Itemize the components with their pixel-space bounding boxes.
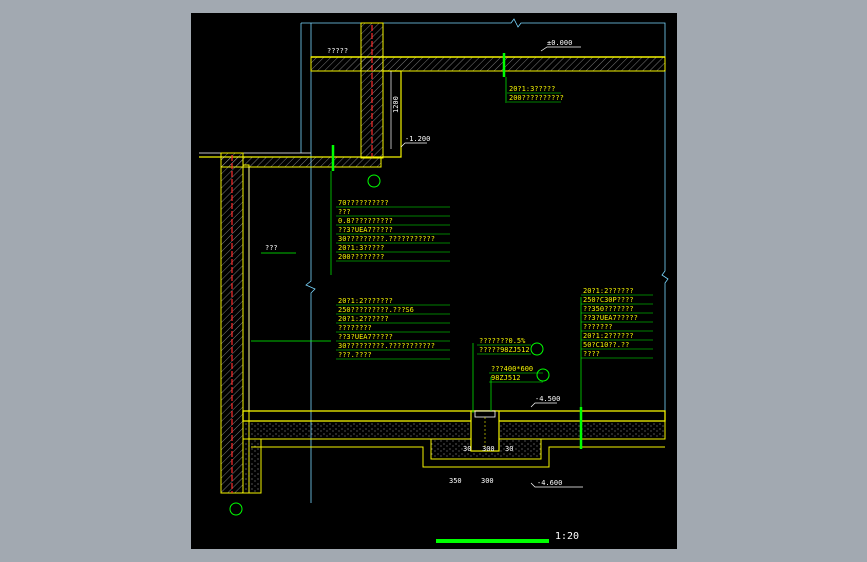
note-slab-left-line: 20?1:2??????? (338, 297, 393, 305)
floor-slab (242, 410, 666, 494)
note-slab-left-line: ???.???? (338, 351, 372, 359)
note-right-line: 50?C10??.?? (583, 341, 629, 349)
drawing-frame (300, 18, 669, 503)
note-slab-left-line: 20?1:2?????? (338, 315, 389, 323)
note-wall-line: 0.8?????????? (338, 217, 393, 225)
top-left-label: ????? (327, 47, 348, 55)
dim-bottom: 350 (449, 477, 462, 485)
note-right-line: 20?1:2?????? (583, 332, 634, 340)
level-pit: -4.600 (537, 479, 562, 487)
note-right-line: ??3?UEA7????? (583, 314, 638, 322)
note-right-line: ??350??????? (583, 305, 634, 313)
note-slab-left-line: 30?????????.??????????? (338, 342, 435, 350)
callout-circles (229, 174, 550, 516)
level-top: ±0.000 (547, 39, 572, 47)
level-bottom: -4.500 (535, 395, 560, 403)
drainage-pit (470, 410, 500, 452)
dim-pit: 30 (463, 445, 471, 453)
upper-wall (360, 22, 384, 159)
note-slab-left-line: ???????? (338, 324, 372, 332)
scale-bar (436, 539, 549, 543)
scale-label: 1:20 (555, 531, 580, 542)
note-right-line: ??????? (583, 323, 613, 331)
callout-a-line: ???????0.5% (479, 337, 526, 345)
level-markers (390, 46, 583, 488)
callout-b-line: ???400*600 (491, 365, 533, 373)
wall-dim: ??? (265, 244, 278, 252)
note-right-line: ???? (583, 350, 600, 358)
callout-b-line: 98ZJ512 (491, 374, 521, 382)
dim-pit: 300 (482, 445, 495, 453)
note-wall-line: 30?????????.??????????? (338, 235, 435, 243)
note-rules (336, 92, 653, 383)
note-top-line: 200?????????? (509, 94, 564, 102)
note-right-line: 20?1:2?????? (583, 287, 634, 295)
callout-a-line: ?????98ZJ512 (479, 346, 530, 354)
note-leaders (251, 77, 582, 413)
note-wall-line: 20?1:3????? (338, 244, 384, 252)
note-wall-line: ??? (338, 208, 351, 216)
note-wall-line: 200???????? (338, 253, 384, 261)
note-top-line: 20?1:3????? (509, 85, 555, 93)
note-slab-left-line: 250?????????.???S6 (338, 306, 414, 314)
rebar-marks (331, 53, 583, 449)
dim-bottom: 300 (481, 477, 494, 485)
level-mid: -1.200 (405, 135, 430, 143)
note-wall-line: ??3?UEA7????? (338, 226, 393, 234)
dim-pit: 30 (505, 445, 513, 453)
dim-vertical: 1200 (392, 96, 400, 113)
note-slab-left-line: ??3?UEA7????? (338, 333, 393, 341)
note-right-line: 250?C30P???? (583, 296, 634, 304)
section-drawing: ±0.000-1.200-4.500-4.6001200????????20?1… (199, 18, 669, 516)
note-wall-line: 70?????????? (338, 199, 389, 207)
